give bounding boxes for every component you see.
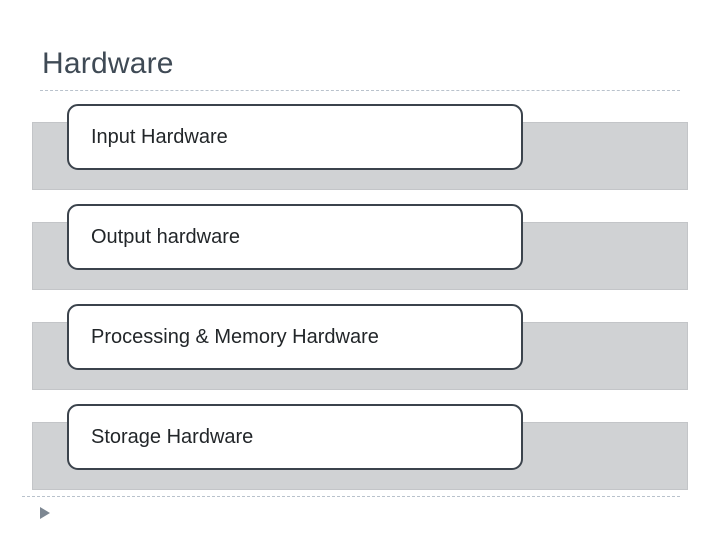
list-item-label: Output hardware (91, 226, 240, 248)
list-item[interactable]: Storage Hardware (0, 404, 720, 504)
page-title: Hardware (42, 47, 174, 80)
list-item[interactable]: Processing & Memory Hardware (0, 304, 720, 404)
row-callout-box[interactable]: Processing & Memory Hardware (67, 304, 523, 370)
list-item-label: Input Hardware (91, 126, 228, 148)
row-callout-box[interactable]: Output hardware (67, 204, 523, 270)
list-item-label: Processing & Memory Hardware (91, 326, 379, 348)
row-callout-box[interactable]: Input Hardware (67, 104, 523, 170)
bottom-divider (22, 496, 680, 497)
list-item-label: Storage Hardware (91, 426, 254, 448)
triangle-right-icon (40, 507, 50, 519)
list-item[interactable]: Input Hardware (0, 104, 720, 204)
hardware-list: Input Hardware Output hardware Processin… (0, 104, 720, 504)
row-callout-box[interactable]: Storage Hardware (67, 404, 523, 470)
title-divider (40, 90, 680, 91)
list-item[interactable]: Output hardware (0, 204, 720, 304)
